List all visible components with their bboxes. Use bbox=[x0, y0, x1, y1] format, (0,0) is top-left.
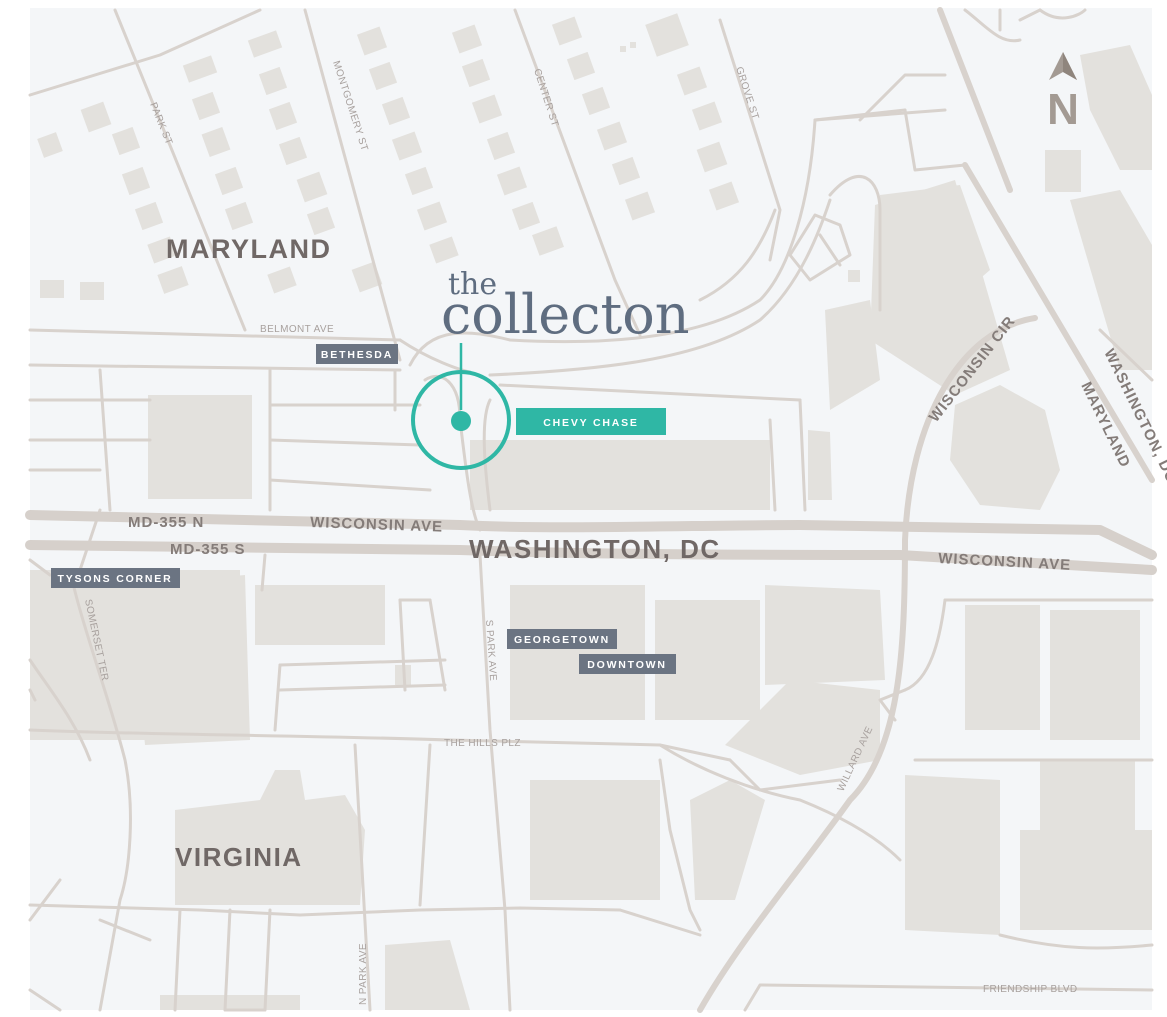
georgetown-badge: GEORGETOWN bbox=[507, 629, 617, 649]
bethesda-badge: BETHESDA bbox=[316, 344, 398, 364]
street-belmont-ave: BELMONT AVE bbox=[260, 324, 334, 335]
street-n-park-ave: N PARK AVE bbox=[358, 943, 369, 1005]
brand-small: the bbox=[448, 267, 497, 302]
downtown-badge: DOWNTOWN bbox=[579, 654, 676, 674]
brand-large: collecton bbox=[441, 283, 689, 346]
street-wisconsin-ave: WISCONSIN AVE bbox=[310, 514, 444, 536]
region-maryland: MARYLAND bbox=[166, 234, 331, 264]
buildings bbox=[30, 13, 1152, 1010]
location-pin-icon bbox=[411, 343, 511, 470]
bethesda-label: BETHESDA bbox=[321, 349, 393, 361]
downtown-label: DOWNTOWN bbox=[587, 659, 667, 671]
north-arrow-icon: N bbox=[1047, 52, 1079, 134]
tysons-corner-label: TYSONS CORNER bbox=[58, 573, 173, 585]
roads bbox=[25, 7, 1157, 1013]
chevy-chase-label: CHEVY CHASE bbox=[543, 417, 638, 429]
street-s-park-ave: S PARK AVE bbox=[483, 619, 498, 681]
street-the-hills-plz: THE HILLS PLZ bbox=[444, 738, 521, 749]
region-virginia: VIRGINIA bbox=[175, 842, 303, 872]
compass-letter: N bbox=[1047, 85, 1079, 134]
region-washington-dc: WASHINGTON, DC bbox=[469, 534, 721, 564]
tysons-corner-badge: TYSONS CORNER bbox=[51, 568, 180, 588]
street-md355n: MD-355 N bbox=[128, 514, 204, 531]
street-friendship-blvd: FRIENDSHIP BLVD bbox=[983, 984, 1078, 995]
georgetown-label: GEORGETOWN bbox=[514, 634, 610, 646]
street-wisconsin-ave-east: WISCONSIN AVE bbox=[938, 550, 1072, 574]
chevy-chase-badge: CHEVY CHASE bbox=[516, 408, 666, 435]
street-md355s: MD-355 S bbox=[170, 541, 246, 558]
